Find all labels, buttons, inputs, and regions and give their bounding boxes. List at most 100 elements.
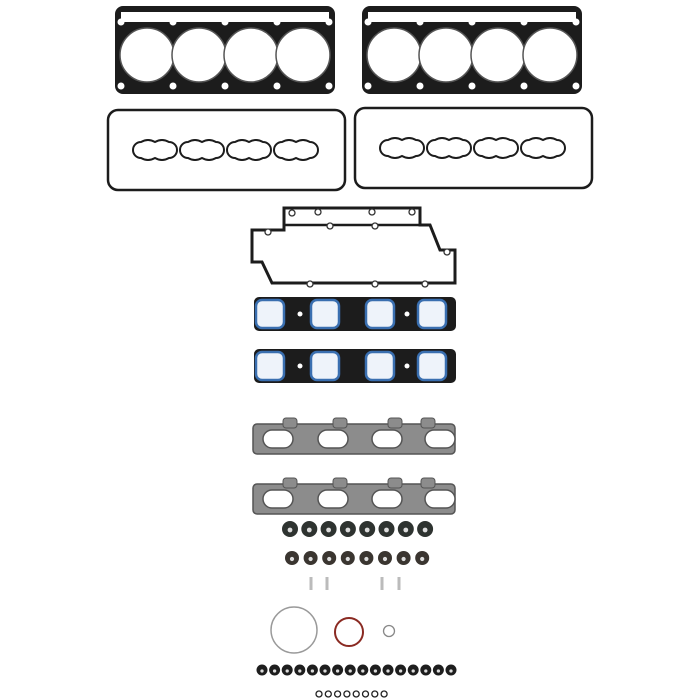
valve-stem-seal-hole — [289, 556, 295, 562]
valve-stem-seal-hole — [287, 527, 293, 533]
valve-stem-seal — [322, 551, 337, 565]
small-seal-hole — [272, 669, 277, 673]
bolt-hole — [221, 82, 229, 90]
small-seal-hole — [348, 669, 352, 673]
spark-plug-tube-seal — [273, 139, 319, 161]
valve-stem-seal — [282, 521, 298, 537]
small-seal — [445, 664, 457, 676]
small-seal — [432, 664, 444, 676]
spark-plug-tube-seal — [179, 139, 225, 161]
valve-stem-seal — [378, 521, 395, 537]
bolt-hole — [364, 18, 372, 26]
valve-stem-seal — [339, 521, 356, 537]
bolt-hole — [264, 228, 272, 236]
dowel-pin — [325, 577, 329, 590]
bolt-hole — [520, 18, 528, 26]
small-ring-seal — [382, 624, 396, 638]
bolt-hole — [416, 82, 424, 90]
intake-port — [309, 350, 341, 382]
valve-cover-outline — [106, 108, 347, 192]
bolt-hole — [273, 82, 281, 90]
valve-stem-seal — [359, 551, 374, 565]
valve-stem-seal-hole — [403, 527, 409, 533]
bolt-hole — [364, 82, 372, 90]
small-o-ring — [380, 690, 388, 698]
small-seal — [306, 664, 318, 676]
valve-stem-seal — [397, 521, 414, 537]
valve-stem-seal-hole — [420, 556, 425, 562]
cylinder-bore — [418, 27, 474, 83]
exhaust-port — [317, 429, 349, 449]
exhaust-port — [262, 429, 294, 449]
valve-stem-seal-hole — [364, 556, 369, 562]
intake-port — [364, 350, 396, 382]
small-seal-hole — [398, 669, 403, 673]
small-o-ring — [371, 690, 379, 698]
bolt-hole — [572, 82, 580, 90]
small-seal-hole — [285, 669, 289, 673]
small-seal-hole — [449, 669, 453, 673]
cylinder-bore — [275, 27, 331, 83]
intake-port — [254, 350, 286, 382]
bolt-hole — [221, 18, 229, 26]
small-seal — [369, 664, 381, 676]
exhaust-tab — [387, 417, 403, 429]
exhaust-tab — [420, 417, 436, 429]
small-seal — [332, 664, 344, 676]
cylinder-bore — [366, 27, 422, 83]
bolt-hole — [117, 82, 125, 90]
bolt-hole — [273, 18, 281, 26]
valve-stem-seal-hole — [326, 527, 331, 533]
valve-stem-seal-hole — [345, 556, 350, 562]
intake-plenum-gasket — [250, 206, 457, 288]
small-seal-hole — [386, 669, 390, 673]
intake-gasket-body — [254, 349, 456, 383]
bolt-hole — [368, 208, 376, 216]
exhaust-tab — [420, 477, 436, 489]
dowel-pin — [309, 577, 313, 590]
exhaust-port — [424, 429, 456, 449]
valve-cover-outline — [353, 106, 594, 190]
small-seal-hole — [411, 669, 415, 673]
small-seal — [382, 664, 394, 676]
bolt-hole — [443, 248, 451, 256]
large-ring-seal — [270, 606, 318, 654]
cylinder-head-gasket — [362, 6, 582, 94]
intake-port — [416, 350, 448, 382]
spark-plug-tube-seal — [520, 137, 566, 159]
cylinder-bore — [171, 27, 227, 83]
small-o-ring — [352, 690, 360, 698]
small-seal — [420, 664, 432, 676]
bolt-hole — [326, 222, 334, 230]
small-seal-hole — [436, 669, 441, 673]
bolt-hole — [314, 208, 322, 216]
spark-plug-tube-seal — [226, 139, 272, 161]
bolt-hole — [404, 311, 410, 317]
spark-plug-tube-seal — [379, 137, 425, 159]
valve-stem-seal-hole — [384, 527, 389, 533]
valve-cover-gasket — [353, 106, 594, 190]
intake-manifold-gasket — [254, 297, 456, 331]
exhaust-port — [424, 489, 456, 509]
bolt-hole — [468, 82, 476, 90]
small-seal-hole — [335, 669, 340, 673]
bolt-hole — [371, 222, 379, 230]
cylinder-bore — [223, 27, 279, 83]
valve-stem-seal-hole — [422, 527, 428, 533]
dowel-pin — [380, 577, 384, 590]
small-o-ring — [361, 690, 370, 698]
small-seal — [281, 664, 293, 676]
intake-gasket-body — [254, 297, 456, 331]
exhaust-port — [317, 489, 349, 509]
exhaust-port — [371, 489, 403, 509]
intake-port — [309, 298, 341, 330]
valve-stem-seal — [378, 551, 392, 565]
small-o-ring — [333, 690, 342, 698]
bolt-hole — [169, 18, 177, 26]
bolt-hole — [408, 208, 416, 216]
valve-stem-seal-hole — [401, 556, 406, 562]
intake-port — [254, 298, 286, 330]
small-seal-hole — [323, 669, 327, 673]
bolt-hole — [288, 209, 296, 217]
